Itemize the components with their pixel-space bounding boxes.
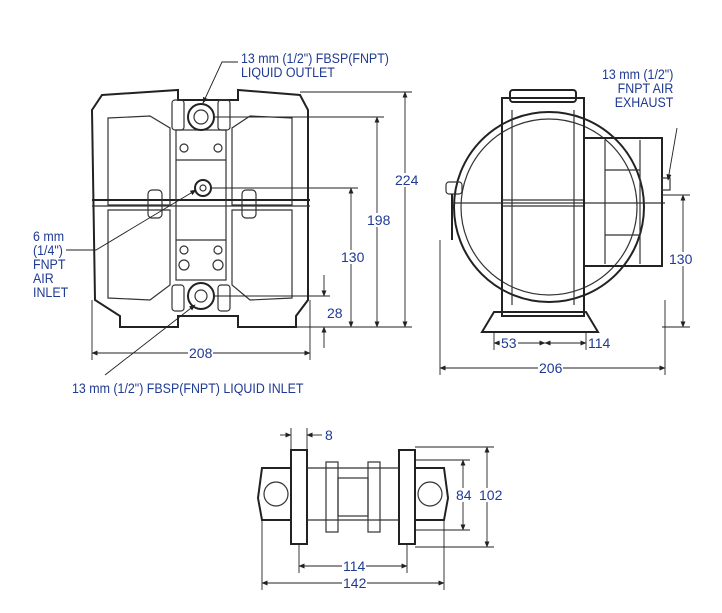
side-dimensions [439,127,690,375]
air-inlet-line-1: 6 mm [33,229,65,244]
dim-side-width: 206 [538,360,564,376]
dim-side-offset: 53 [500,335,518,351]
dim-side-height-exhaust: 130 [668,251,694,267]
air-exhaust-line-3: EXHAUST [614,95,674,110]
liquid-outlet-line-1: 13 mm (1/2") FBSP(FNPT) [241,51,389,66]
dim-top-inner-height: 84 [455,487,473,503]
air-exhaust-label: 13 mm (1/2") FNPT AIR EXHAUST [602,68,673,110]
dim-side-base: 114 [587,335,612,351]
air-inlet-line-3: FNPT [33,257,66,272]
front-view [90,88,310,328]
dim-top-outer-width: 142 [342,575,368,591]
top-dimensions [261,428,494,590]
liquid-outlet-label: 13 mm (1/2") FBSP(FNPT) LIQUID OUTLET [241,52,389,80]
side-view [445,89,671,333]
front-dimensions [66,61,412,376]
dim-front-height-inlet: 28 [326,305,344,321]
air-inlet-line-2: (1/4") [33,243,63,258]
dim-top-bolt-gap: 8 [324,427,334,443]
air-inlet-line-5: INLET [33,285,69,300]
dim-top-outer-height: 102 [478,487,504,503]
dim-front-height-air-inlet: 130 [340,249,366,265]
dim-front-width: 208 [188,345,214,361]
air-exhaust-line-1: 13 mm (1/2") [602,67,674,82]
liquid-inlet-label: 13 mm (1/2") FBSP(FNPT) LIQUID INLET [72,381,304,396]
dim-front-height-total: 224 [394,172,420,188]
dim-front-height-outlet: 198 [366,212,392,228]
dim-top-inner-width: 114 [342,558,367,574]
air-inlet-label: 6 mm (1/4") FNPT AIR INLET [33,230,68,300]
air-inlet-line-4: AIR [33,271,54,286]
air-exhaust-line-2: FNPT AIR [617,81,674,96]
liquid-outlet-line-2: LIQUID OUTLET [241,65,335,80]
